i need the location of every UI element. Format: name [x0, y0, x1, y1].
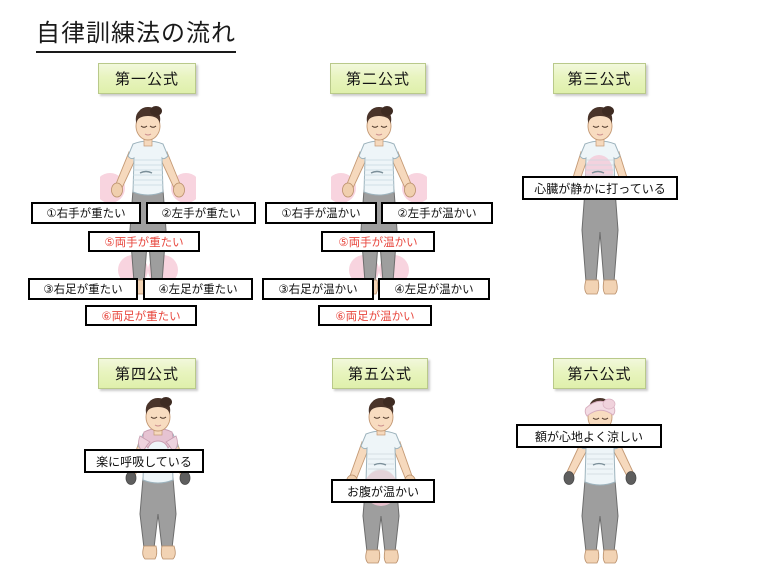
caption-left-foot-warm: ④左足が温かい	[378, 278, 490, 300]
caption-left-hand-heavy: ②左手が重たい	[146, 202, 256, 224]
figure-formula-3	[552, 104, 648, 304]
formula-2-header: 第二公式	[330, 63, 426, 94]
caption-both-hands-warm: ⑤両手が温かい	[321, 231, 435, 252]
caption-right-foot-warm: ③右足が温かい	[262, 278, 374, 300]
caption-right-hand-heavy: ①右手が重たい	[31, 202, 141, 224]
caption-left-foot-heavy: ④左足が重たい	[143, 278, 253, 300]
caption-heart-calm: 心臓が静かに打っている	[522, 176, 678, 200]
formula-4-header: 第四公式	[98, 358, 196, 389]
caption-both-hands-heavy: ⑤両手が重たい	[88, 231, 200, 252]
caption-right-foot-heavy: ③右足が重たい	[28, 278, 138, 300]
caption-easy-breathing: 楽に呼吸している	[84, 449, 204, 473]
caption-warm-belly: お腹が温かい	[331, 479, 435, 503]
figure-formula-4	[110, 396, 206, 566]
caption-both-feet-warm: ⑥両足が温かい	[318, 305, 432, 326]
figure-formula-6	[552, 396, 648, 571]
formula-6-header: 第六公式	[553, 358, 646, 389]
caption-left-hand-warm: ②左手が温かい	[381, 202, 493, 224]
formula-3-header: 第三公式	[553, 63, 646, 94]
formula-5-header: 第五公式	[332, 358, 428, 389]
page-title: 自律訓練法の流れ	[36, 19, 236, 53]
caption-cool-forehead: 額が心地よく涼しい	[516, 424, 662, 448]
formula-1-header: 第一公式	[98, 63, 196, 94]
caption-right-hand-warm: ①右手が温かい	[265, 202, 377, 224]
caption-both-feet-heavy: ⑥両足が重たい	[85, 305, 197, 326]
